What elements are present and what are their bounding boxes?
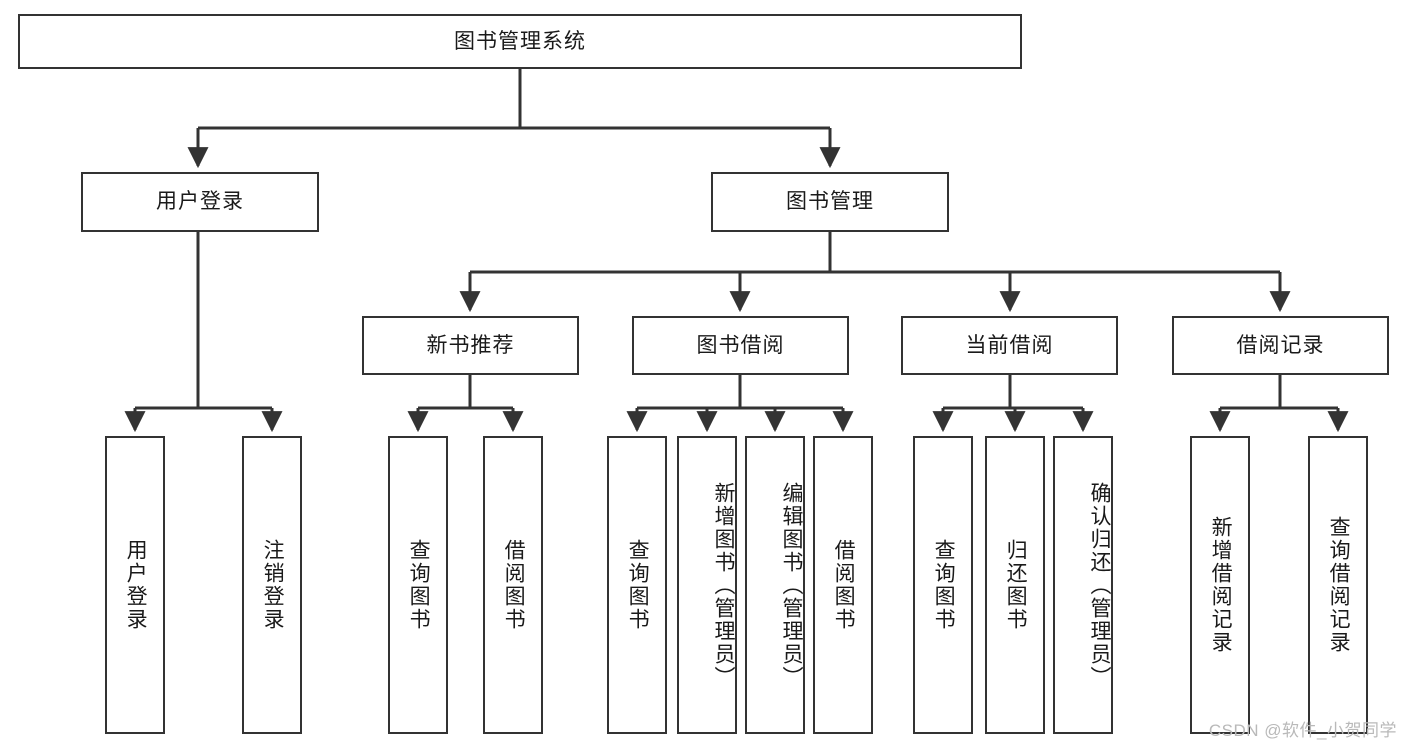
root-node-label: 图书管理系统 <box>454 29 586 53</box>
level2-node-1[interactable]: 图书管理 <box>711 172 949 232</box>
level2-node-1-label: 图书管理 <box>786 190 874 214</box>
leaf-node-1-label: 注销登录 <box>261 539 285 631</box>
level3-node-1[interactable]: 图书借阅 <box>632 316 849 375</box>
leaf-node-9[interactable]: 归还图书 <box>985 436 1045 734</box>
leaf-node-0-label: 用户登录 <box>124 539 148 631</box>
leaf-node-3[interactable]: 借阅图书 <box>483 436 543 734</box>
level3-node-3-label: 借阅记录 <box>1236 333 1325 357</box>
level3-node-2-label: 当前借阅 <box>965 333 1054 357</box>
level2-node-0-label: 用户登录 <box>156 190 244 214</box>
leaf-node-12-label: 查询借阅记录 <box>1327 516 1351 654</box>
leaf-node-7[interactable]: 借阅图书 <box>813 436 873 734</box>
leaf-node-10-label: 确认归还（管理员） <box>1088 481 1111 689</box>
leaf-node-5[interactable]: 新增图书（管理员） <box>677 436 737 734</box>
leaf-node-4[interactable]: 查询图书 <box>607 436 667 734</box>
level3-node-0-label: 新书推荐 <box>426 333 515 357</box>
level2-node-0[interactable]: 用户登录 <box>81 172 319 232</box>
leaf-node-11-label: 新增借阅记录 <box>1209 516 1233 654</box>
leaf-node-1[interactable]: 注销登录 <box>242 436 302 734</box>
leaf-node-0[interactable]: 用户登录 <box>105 436 165 734</box>
level3-node-1-label: 图书借阅 <box>696 333 785 357</box>
level3-node-2[interactable]: 当前借阅 <box>901 316 1118 375</box>
level3-node-0[interactable]: 新书推荐 <box>362 316 579 375</box>
leaf-node-5-label: 新增图书（管理员） <box>712 481 735 689</box>
leaf-node-3-label: 借阅图书 <box>502 539 526 631</box>
level3-node-3[interactable]: 借阅记录 <box>1172 316 1389 375</box>
leaf-node-7-label: 借阅图书 <box>832 539 856 631</box>
leaf-node-8-label: 查询图书 <box>932 539 956 631</box>
leaf-node-11[interactable]: 新增借阅记录 <box>1190 436 1250 734</box>
leaf-node-2-label: 查询图书 <box>407 539 431 631</box>
leaf-node-6[interactable]: 编辑图书（管理员） <box>745 436 805 734</box>
leaf-node-6-label: 编辑图书（管理员） <box>780 481 803 689</box>
leaf-node-4-label: 查询图书 <box>626 539 650 631</box>
leaf-node-9-label: 归还图书 <box>1004 539 1028 631</box>
csdn-watermark: CSDN @软件_小贺同学 <box>1208 721 1397 740</box>
leaf-node-8[interactable]: 查询图书 <box>913 436 973 734</box>
leaf-node-10[interactable]: 确认归还（管理员） <box>1053 436 1113 734</box>
leaf-node-12[interactable]: 查询借阅记录 <box>1308 436 1368 734</box>
root-node[interactable]: 图书管理系统 <box>18 14 1022 69</box>
leaf-node-2[interactable]: 查询图书 <box>388 436 448 734</box>
